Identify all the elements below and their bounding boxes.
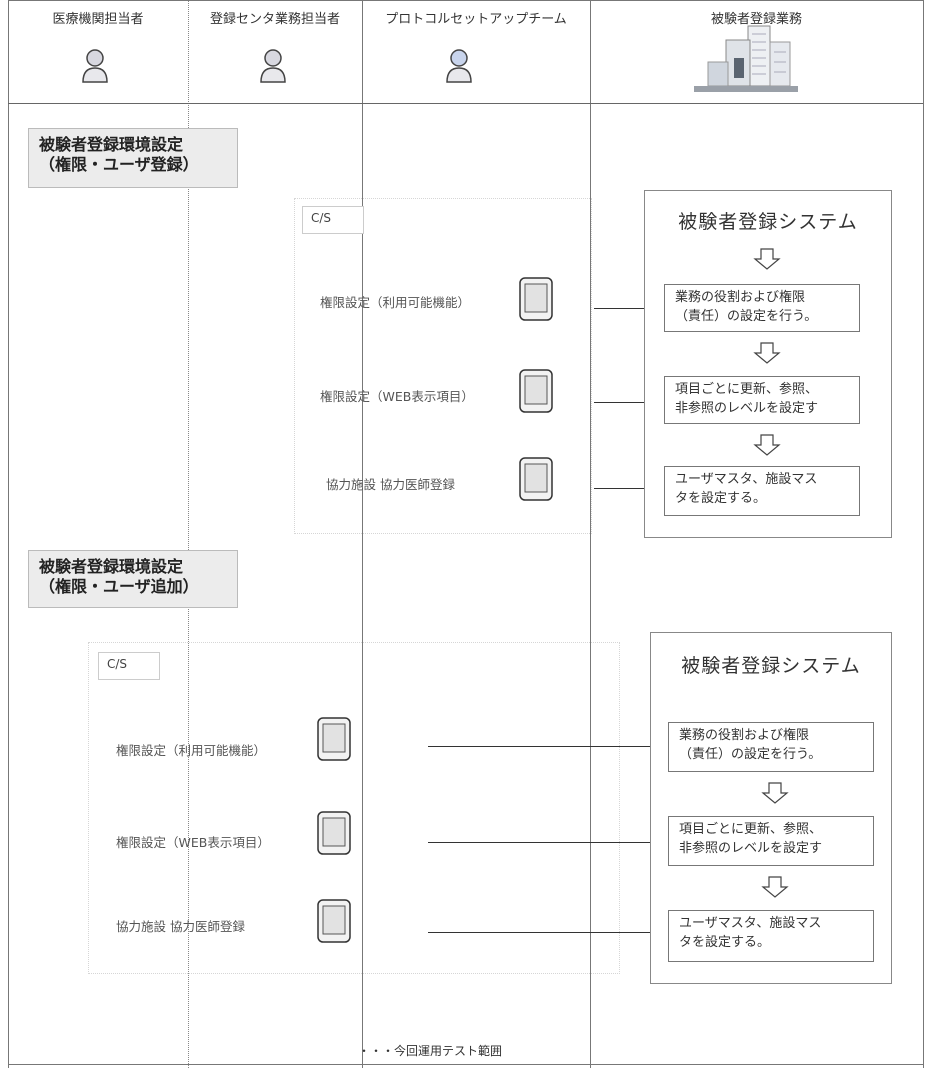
lane-title: 被験者登録業務	[710, 12, 802, 27]
flow-arrow	[428, 837, 661, 847]
lane-divider-3	[590, 0, 591, 1068]
lane-title: 登録センタ業務担当者	[209, 12, 340, 27]
lane-header-hospital: 医療機関担当者	[8, 0, 188, 104]
lane-header-center: 登録センタ業務担当者	[188, 0, 362, 104]
action-label: 権限設定（WEB表示項目）	[116, 835, 270, 850]
lane-title: プロトコルセットアップチーム	[385, 12, 567, 27]
step-box: 項目ごとに更新、参照、 非参照のレベルを設定す	[668, 816, 874, 866]
action-label: 協力施設 協力医師登録	[116, 919, 245, 934]
lane-border-left	[8, 0, 9, 1068]
down-arrow-icon	[753, 434, 781, 456]
step-box: ユーザマスタ、施設マス タを設定する。	[668, 910, 874, 962]
lane-header-registration: 被験者登録業務	[590, 0, 923, 104]
building-icon	[694, 25, 798, 92]
person-icon	[446, 49, 472, 83]
action-label: 協力施設 協力医師登録	[326, 477, 455, 492]
terminal-icon	[519, 277, 553, 321]
step-box: 業務の役割および権限 （責任）の設定を行う。	[664, 284, 860, 332]
system-title: 被験者登録システム	[681, 655, 861, 677]
lane-title: 医療機関担当者	[52, 12, 144, 27]
cs-region	[294, 198, 592, 534]
flow-arrow	[428, 741, 661, 751]
lane-divider-1	[188, 0, 189, 1068]
down-arrow-icon	[761, 876, 789, 898]
section-label: 被験者登録環境設定 （権限・ユーザ追加）	[28, 550, 238, 608]
person-icon	[260, 49, 286, 83]
step-box: 業務の役割および権限 （責任）の設定を行う。	[668, 722, 874, 772]
lane-divider-2	[362, 0, 363, 1068]
section-label: 被験者登録環境設定 （権限・ユーザ登録）	[28, 128, 238, 188]
lane-border-right	[923, 0, 924, 1068]
down-arrow-icon	[761, 782, 789, 804]
bottom-border	[8, 1064, 923, 1065]
lane-header-protocol: プロトコルセットアップチーム	[362, 0, 590, 104]
terminal-icon	[317, 717, 351, 761]
terminal-icon	[317, 899, 351, 943]
terminal-icon	[317, 811, 351, 855]
action-label: 権限設定（利用可能機能）	[116, 743, 267, 758]
person-icon	[82, 49, 108, 83]
action-label: 権限設定（WEB表示項目）	[320, 389, 474, 404]
terminal-icon	[519, 369, 553, 413]
cs-label: C/S	[302, 206, 364, 234]
action-label: 権限設定（利用可能機能）	[320, 295, 471, 310]
header-top-border	[8, 0, 923, 1]
cs-region	[88, 642, 620, 974]
cs-label: C/S	[98, 652, 160, 680]
terminal-icon	[519, 457, 553, 501]
down-arrow-icon	[753, 248, 781, 270]
step-box: ユーザマスタ、施設マス タを設定する。	[664, 466, 860, 516]
system-title: 被験者登録システム	[678, 211, 858, 233]
down-arrow-icon	[753, 342, 781, 364]
flow-arrow	[428, 927, 661, 937]
legend-note: ・・・今回運用テスト範囲	[358, 1044, 503, 1058]
step-box: 項目ごとに更新、参照、 非参照のレベルを設定す	[664, 376, 860, 424]
